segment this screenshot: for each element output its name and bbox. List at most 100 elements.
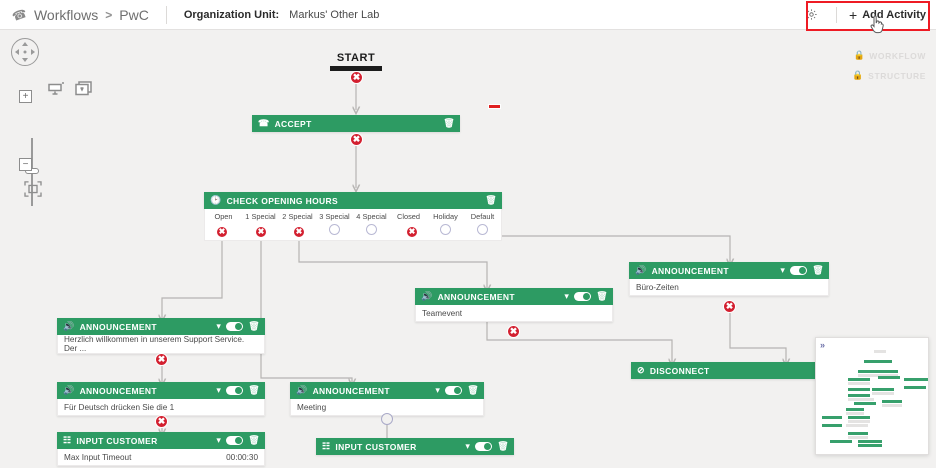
node-header[interactable]: ☷ INPUT CUSTOMER ▾ 🗑 [57,432,265,449]
branch-label: Open [214,212,233,221]
node-accept-header[interactable]: ☎ ACCEPT 🗑 [252,115,460,132]
chevron-down-icon[interactable]: ▾ [216,321,222,331]
error-badge[interactable]: ✖ [216,226,228,238]
node-disconnect[interactable]: ⊘ DISCONNECT [631,362,829,379]
workflow-canvas[interactable]: + − 🔒 WORKFLOW 🔒 STRUCTURE [0,30,936,468]
chevron-down-icon[interactable]: ▾ [780,265,786,275]
speaker-icon: 🔊 [63,385,75,395]
minimap-node [858,444,882,447]
add-activity-button[interactable]: + Add Activity [849,7,926,23]
node-check-opening-hours[interactable]: 🕑 CHECK OPENING HOURS 🗑 Open 1 Special 2… [204,192,502,241]
branch-4-special[interactable]: 4 Special [353,209,390,240]
enable-toggle[interactable] [445,386,463,395]
branch-connector-open[interactable] [366,224,377,235]
chevron-down-icon[interactable]: ▾ [216,385,222,395]
branch-2-special[interactable]: 2 Special [279,209,316,240]
enable-toggle[interactable] [226,436,244,445]
branch-connector-open[interactable] [329,224,340,235]
canvas-toolbar: + − [8,38,48,206]
error-badge[interactable]: ✖ [293,226,305,238]
error-badge[interactable]: ✖ [155,353,168,366]
minimap-node [848,398,874,401]
branch-connector-open[interactable] [440,224,451,235]
chevron-down-icon[interactable]: ▾ [564,291,570,301]
duplicate-icon[interactable] [74,80,94,101]
error-badge[interactable]: ✖ [723,300,736,313]
enable-toggle[interactable] [475,442,493,451]
workflow-meta-label: 🔒 WORKFLOW [853,50,926,61]
minimap-node [846,408,864,411]
start-node[interactable]: START [316,52,396,71]
node-header[interactable]: 🔊 ANNOUNCEMENT ▾ 🗑 [57,382,265,399]
error-badge[interactable]: ✖ [507,325,520,338]
branch-default[interactable]: Default [464,209,501,240]
branch-label: 4 Special [356,212,387,221]
node-header[interactable]: 🔊 ANNOUNCEMENT ▾ 🗑 [629,262,829,279]
error-badge[interactable]: ✖ [350,71,363,84]
enable-toggle[interactable] [226,322,244,331]
chevron-down-icon[interactable]: ▾ [216,435,222,445]
node-announcement-teamevent[interactable]: 🔊 ANNOUNCEMENT ▾ 🗑 Teamevent [415,288,613,322]
trash-icon[interactable]: 🗑 [248,385,260,395]
pan-left-icon[interactable] [15,49,19,55]
keypad-icon: ☷ [322,441,331,451]
enable-toggle[interactable] [574,292,592,301]
branch-holiday[interactable]: Holiday [427,209,464,240]
toolbar-divider [836,6,838,23]
collapsed-error-marker[interactable] [488,104,501,109]
enable-toggle[interactable] [226,386,244,395]
node-announcement-willkommen[interactable]: 🔊 ANNOUNCEMENT ▾ 🗑 Herzlich willkommen i… [57,318,265,354]
error-badge[interactable]: ✖ [350,133,363,146]
breadcrumb-child[interactable]: PwC [119,6,149,23]
align-icon[interactable] [46,80,66,101]
node-accept[interactable]: ☎ ACCEPT 🗑 [252,115,460,132]
trash-icon[interactable]: 🗑 [248,435,260,445]
trash-icon[interactable]: 🗑 [497,441,509,451]
node-header[interactable]: 🔊 ANNOUNCEMENT ▾ 🗑 [290,382,484,399]
node-check-opening-hours-header[interactable]: 🕑 CHECK OPENING HOURS 🗑 [204,192,502,209]
gear-icon[interactable] [798,2,824,28]
branch-1-special[interactable]: 1 Special [242,209,279,240]
pan-up-icon[interactable] [22,42,28,46]
node-announcement-deutsch[interactable]: 🔊 ANNOUNCEMENT ▾ 🗑 Für Deutsch drücken S… [57,382,265,416]
error-badge[interactable]: ✖ [406,226,418,238]
breadcrumb-root[interactable]: Workflows [33,6,99,23]
node-header[interactable]: 🔊 ANNOUNCEMENT ▾ 🗑 [415,288,613,305]
node-input-customer-mid[interactable]: ☷ INPUT CUSTOMER ▾ 🗑 [316,438,514,455]
branch-connector-open[interactable] [381,413,393,425]
organization-unit-value: Markus' Other Lab [289,8,380,21]
branch-closed[interactable]: Closed [390,209,427,240]
branch-connector-open[interactable] [477,224,488,235]
minimap-node [874,350,886,353]
start-label: START [336,52,376,64]
node-announcement-meeting[interactable]: 🔊 ANNOUNCEMENT ▾ 🗑 Meeting [290,382,484,416]
trash-icon[interactable]: 🗑 [485,195,497,205]
branch-open[interactable]: Open [205,209,242,240]
error-badge[interactable]: ✖ [255,226,267,238]
node-header[interactable]: 🔊 ANNOUNCEMENT ▾ 🗑 [57,318,265,335]
trash-icon[interactable]: 🗑 [596,291,608,301]
node-announcement-buerozeiten[interactable]: 🔊 ANNOUNCEMENT ▾ 🗑 Büro-Zeiten [629,262,829,296]
pan-right-icon[interactable] [31,49,35,55]
chevron-down-icon[interactable]: ▾ [435,385,441,395]
chevron-down-icon[interactable]: ▾ [465,441,471,451]
trash-icon[interactable]: 🗑 [812,265,824,275]
branch-3-special[interactable]: 3 Special [316,209,353,240]
zoom-slider-handle[interactable] [25,168,39,174]
zoom-in-button[interactable]: + [19,90,32,103]
error-badge[interactable]: ✖ [155,415,168,428]
node-disconnect-header[interactable]: ⊘ DISCONNECT [631,362,829,379]
node-input-customer-left[interactable]: ☷ INPUT CUSTOMER ▾ 🗑 Max Input Timeout 0… [57,432,265,466]
node-header[interactable]: ☷ INPUT CUSTOMER ▾ 🗑 [316,438,514,455]
zoom-out-button[interactable]: − [19,158,32,171]
minimap-panel[interactable]: » [815,337,929,455]
trash-icon[interactable]: 🗑 [467,385,479,395]
enable-toggle[interactable] [790,266,808,275]
minimap-node [854,402,876,405]
pan-control[interactable] [11,38,39,66]
minimap-collapse-button[interactable]: » [820,340,826,350]
trash-icon[interactable]: 🗑 [248,321,260,331]
trash-icon[interactable]: 🗑 [443,118,455,128]
fit-to-screen-icon[interactable] [24,181,42,197]
pan-down-icon[interactable] [22,58,28,62]
